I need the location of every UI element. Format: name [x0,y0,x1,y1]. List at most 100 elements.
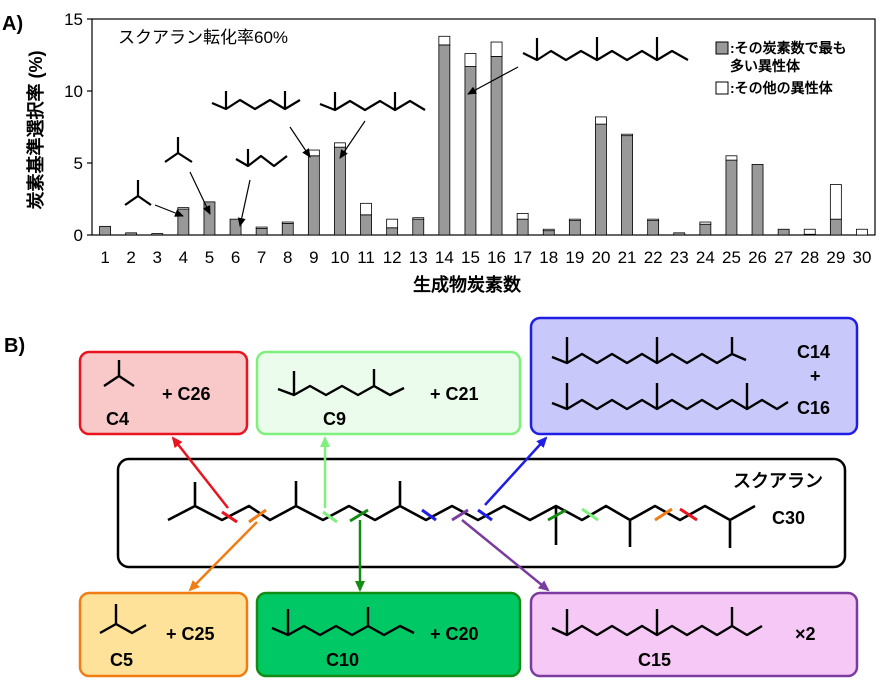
x-tick-label: 30 [852,248,871,267]
y-tick-label: 10 [64,82,83,101]
bar-major-12 [386,227,399,236]
c4-structure [103,360,135,387]
x-tick-label: 1 [100,248,109,267]
bar-major-17 [516,218,529,236]
panel-b-label: B) [4,335,25,357]
x-tick-label: 6 [231,248,240,267]
c25-label: + C25 [166,624,215,644]
x-tick-label: 4 [179,248,188,267]
bar-major-10 [334,146,346,236]
x-axis-label: 生成物炭素数 [413,274,522,295]
x-tick-label: 2 [126,248,135,267]
x-tick-label: 25 [722,248,741,267]
x-tick-label: 28 [800,248,819,267]
x-tick-label: 8 [283,248,292,267]
c21-label: + C21 [430,384,479,404]
structure-sketches-chart [124,37,689,206]
isopentane-structure [164,137,193,163]
bar-major-4 [177,208,190,236]
x-tick-label: 29 [826,248,845,267]
bar-other-30 [856,228,868,236]
bar-major-13 [412,218,425,236]
bar-other-24 [699,221,712,225]
x-tick-label: 26 [748,248,767,267]
c15-multiplier: ×2 [795,624,816,644]
arrow-c4 [171,436,229,509]
bar-major-11 [360,214,372,236]
x-tick-label: 10 [330,248,349,267]
x-tick-label: 13 [409,248,428,267]
bar-other-8 [281,221,294,224]
bar-major-25 [725,159,738,236]
c9-structure [277,369,405,397]
c16-label: C16 [797,398,830,418]
bar-major-8 [281,223,294,236]
bar-other-9 [307,149,320,157]
bar-major-15 [464,66,477,236]
box-c10 [255,591,522,678]
c15-label: C15 [638,650,671,670]
bar-major-3 [151,233,164,236]
bar-other-17 [516,212,529,220]
x-tick-label: 15 [461,248,480,267]
c5-label: C5 [110,650,133,670]
x-tick-label: 21 [618,248,637,267]
x-tick-label: 18 [539,248,558,267]
x-tick-label: 17 [513,248,532,267]
bar-major-18 [542,230,555,236]
c14-structure [551,337,747,365]
dimethyloctane-structure [319,92,426,112]
plot-frame [91,18,876,236]
legend-swatch-major [715,41,729,55]
bar-major-29 [829,218,842,236]
c20-label: + C20 [430,624,479,644]
c14-label: C14 [797,342,830,362]
legend-label-other: :その他の異性体 [730,80,834,96]
y-axis-label: 炭素基準選択率 (%) [25,51,46,210]
bar-other-10 [334,142,346,148]
bar-other-18 [542,228,555,232]
x-tick-label: 3 [153,248,162,267]
c16-structure [551,383,789,411]
bar-other-29 [829,184,842,220]
c10-structure [271,607,415,637]
box-c4 [78,350,249,436]
structure-pointers [154,66,519,227]
bar-major-19 [568,220,581,236]
legend-label-major-1: :その炭素数で最も [730,40,847,56]
bar-major-21 [621,135,633,236]
bar-major-24 [699,223,712,236]
c10-label: C10 [326,650,359,670]
methylpentane-structure [235,149,288,168]
c14-c16-plus: + [810,366,821,386]
bar-other-25 [725,155,738,161]
trimethylundecane-structure [522,37,689,62]
x-tick-label: 9 [309,248,318,267]
x-tick-label: 27 [774,248,793,267]
x-tick-label: 12 [383,248,402,267]
x-tick-label: 23 [670,248,689,267]
bar-other-14 [438,35,451,46]
bar-other-13 [412,217,425,220]
bar-other-12 [386,218,399,229]
c15-structure [551,607,763,637]
bar-other-22 [647,218,660,222]
panel-a-label: A) [2,13,23,35]
bar-other-28 [803,228,816,235]
y-tick-label: 5 [74,154,83,173]
bar-major-6 [229,218,242,236]
bar-major-1 [99,225,111,236]
arrow-c5 [188,521,258,592]
arrow-c14 [484,436,548,506]
bar-major-2 [125,232,138,236]
c9-label: C9 [323,409,346,429]
x-tick-label: 24 [696,248,715,267]
bars-group [99,35,868,236]
bar-major-14 [438,44,451,236]
bar-other-21 [621,133,633,137]
x-tick-label: 16 [487,248,506,267]
bar-major-7 [255,228,268,236]
bar-other-15 [464,53,477,67]
